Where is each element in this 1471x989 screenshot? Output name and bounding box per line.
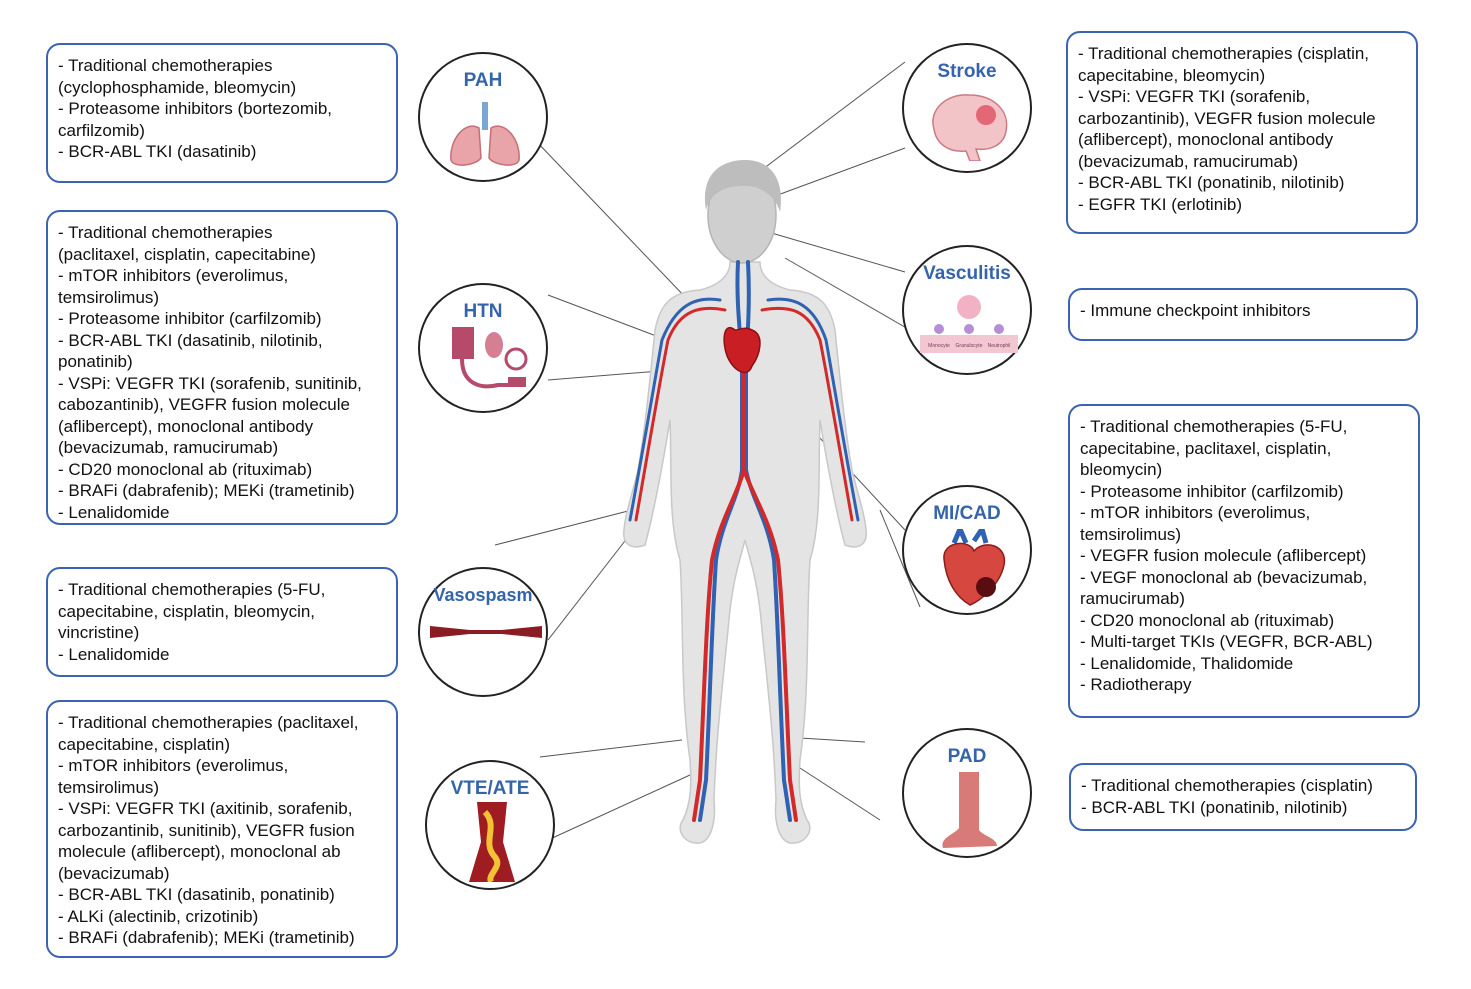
pad-label: PAD (947, 746, 987, 767)
granulocyte-label: Granulocyte (956, 343, 983, 349)
stroke-drug-line: - EGFR TKI (erlotinib) (1078, 194, 1243, 214)
mi-drug-line: - Radiotherapy (1080, 675, 1192, 694)
mi-circle: MI/CAD (902, 485, 1032, 615)
vte-drug-line: - VSPi: VEGFR TKI (axitinib, sorafenib, (58, 799, 353, 818)
mi-drug-line: ramucirumab) (1080, 589, 1185, 608)
htn-label: HTN (463, 301, 503, 322)
pah-drug-line: - Proteasome inhibitors (bortezomib, (58, 99, 333, 118)
vasospasm-drug-line: vincristine) (58, 623, 140, 642)
inflamed-vessel-icon: Monocyte Granulocyte Neutrophil (920, 295, 1018, 353)
mi-drug-line: - Proteasome inhibitor (carfilzomib) (1080, 481, 1344, 501)
htn-drug-line: - BCR-ABL TKI (dasatinib, nilotinib, (58, 330, 323, 350)
mi-drug-line: - Traditional chemotherapies (5-FU, (1080, 417, 1348, 436)
vasospasm-drug-line: - Lenalidomide (58, 644, 170, 664)
mi-drug-line: capecitabine, paclitaxel, cisplatin, (1080, 438, 1332, 458)
htn-drug-line: temsirolimus) (58, 287, 160, 307)
stroke-drug-line: - Traditional chemotherapies (cisplatin, (1078, 44, 1370, 63)
pah-drug-line: - BCR-ABL TKI (dasatinib) (58, 142, 257, 161)
vasculitis-circle: Vasculitis Monocyte Granulocyte Neutroph… (902, 245, 1032, 375)
htn-drug-line: - mTOR inhibitors (everolimus, (58, 266, 289, 285)
vte-drug-line: - BRAFi (dabrafenib); MEKi (trametinib) (58, 928, 355, 947)
vte-drug-line: molecule (aflibercept), monoclonal ab (58, 842, 341, 861)
stroke-circle: Stroke (902, 43, 1032, 173)
vasospasm-circle: Vasospasm (418, 567, 548, 697)
mi-label: MI/CAD (933, 503, 1001, 524)
htn-drug-line: (paclitaxel, cisplatin, capecitabine) (58, 244, 316, 264)
mi-drug-line: - CD20 monoclonal ab (rituximab) (1080, 610, 1335, 630)
pad-drug-line: - Traditional chemotherapies (cisplatin) (1081, 776, 1373, 795)
neutrophil-label: Neutrophil (988, 343, 1011, 349)
htn-drug-line: - Lenalidomide (58, 502, 170, 522)
mi-drug-line: - VEGFR fusion molecule (aflibercept) (1080, 546, 1367, 565)
vasospasm-drug-line: - Traditional chemotherapies (5-FU, (58, 580, 326, 599)
constricted-vessel-icon (430, 626, 542, 638)
vte-drugs-box: - Traditional chemotherapies (paclitaxel… (46, 700, 398, 958)
htn-drugs-box: - Traditional chemotherapies (paclitaxel,… (46, 210, 398, 525)
mi-drug-line: - mTOR inhibitors (everolimus, (1080, 503, 1311, 522)
mi-drugs-box: - Traditional chemotherapies (5-FU, capec… (1068, 404, 1420, 718)
hair (704, 160, 781, 212)
pah-drugs-box: - Traditional chemotherapies (cyclophosph… (46, 43, 398, 183)
htn-drug-line: - BRAFi (dabrafenib); MEKi (trametinib) (58, 481, 355, 500)
lungs-icon (450, 102, 520, 166)
htn-drug-line: - Traditional chemotherapies (58, 223, 273, 242)
stroke-drug-line: (aflibercept), monoclonal antibody (1078, 130, 1334, 149)
stroke-drug-line: capecitabine, bleomycin) (1078, 65, 1266, 85)
vte-circle: VTE/ATE (425, 760, 555, 890)
pad-drug-line: - BCR-ABL TKI (ponatinib, nilotinib) (1081, 797, 1348, 817)
pad-drugs-box: - Traditional chemotherapies (cisplatin)… (1069, 763, 1417, 831)
vessels (628, 260, 860, 822)
vte-drug-line: - Traditional chemotherapies (paclitaxel… (58, 713, 359, 732)
htn-circle: HTN (418, 283, 548, 413)
vte-drug-line: capecitabine, cisplatin) (58, 734, 230, 754)
htn-drug-line: cabozantinib), VEGFR fusion molecule (58, 395, 350, 414)
stroke-drug-line: - BCR-ABL TKI (ponatinib, nilotinib) (1078, 173, 1345, 192)
vasculitis-drug-line: - Immune checkpoint inhibitors (1080, 301, 1311, 320)
mi-drug-line: bleomycin) (1080, 460, 1163, 479)
stroke-label: Stroke (937, 61, 997, 82)
mi-drug-line: - VEGF monoclonal ab (bevacizumab, (1080, 567, 1368, 587)
vte-drug-line: temsirolimus) (58, 777, 160, 797)
stroke-drugs-box: - Traditional chemotherapies (cisplatin,… (1066, 31, 1418, 234)
htn-drug-line: - Proteasome inhibitor (carfilzomib) (58, 309, 322, 328)
pah-circle: PAH (418, 52, 548, 182)
mi-drug-line: temsirolimus) (1080, 524, 1182, 544)
htn-drug-line: (bevacizumab, ramucirumab) (58, 438, 279, 457)
heart-icon (943, 529, 1006, 606)
mi-drug-line: - Lenalidomide, Thalidomide (1080, 653, 1294, 673)
pah-label: PAH (463, 70, 503, 91)
pah-drug-line: (cyclophosphamide, bleomycin) (58, 77, 297, 97)
thrombus-vessel-icon (469, 802, 515, 882)
blood-pressure-icon (452, 327, 528, 389)
stroke-drug-line: (bevacizumab, ramucirumab) (1078, 151, 1299, 171)
vasospasm-drugs-box: - Traditional chemotherapies (5-FU, capec… (46, 567, 398, 677)
vasculitis-drugs-box: - Immune checkpoint inhibitors (1068, 288, 1418, 341)
monocyte-label: Monocyte (928, 343, 950, 349)
body-silhouette (623, 261, 867, 844)
stroke-drug-line: - VSPi: VEGFR TKI (sorafenib, (1078, 87, 1311, 106)
htn-drug-line: (aflibercept), monoclonal antibody (58, 416, 314, 436)
vte-drug-line: - ALKi (alectinib, crizotinib) (58, 906, 259, 926)
htn-drug-line: ponatinib) (58, 352, 133, 371)
brain-icon (932, 94, 1008, 161)
vasospasm-drug-line: capecitabine, cisplatin, bleomycin, (58, 601, 316, 621)
mi-drug-line: - Multi-target TKIs (VEGFR, BCR-ABL) (1080, 632, 1373, 651)
pah-drug-line: carfilzomib) (58, 120, 145, 140)
heart (723, 327, 761, 374)
pad-circle: PAD (902, 728, 1032, 858)
leg-icon (942, 772, 997, 848)
vte-drug-line: - mTOR inhibitors (everolimus, (58, 756, 289, 775)
vte-drug-line: - BCR-ABL TKI (dasatinib, ponatinib) (58, 885, 335, 904)
stroke-drug-line: carbozantinib), VEGFR fusion molecule (1078, 108, 1376, 128)
vte-drug-line: (bevacizumab) (58, 863, 170, 883)
htn-drug-line: - CD20 monoclonal ab (rituximab) (58, 459, 313, 479)
vasospasm-label: Vasospasm (433, 585, 533, 605)
vte-drug-line: carbozantinib, sunitinib), VEGFR fusion (58, 820, 355, 840)
vte-label: VTE/ATE (450, 778, 530, 799)
pah-drug-line: - Traditional chemotherapies (58, 56, 273, 75)
vasculitis-label: Vasculitis (923, 263, 1011, 284)
htn-drug-line: - VSPi: VEGFR TKI (sorafenib, sunitinib, (58, 373, 362, 393)
